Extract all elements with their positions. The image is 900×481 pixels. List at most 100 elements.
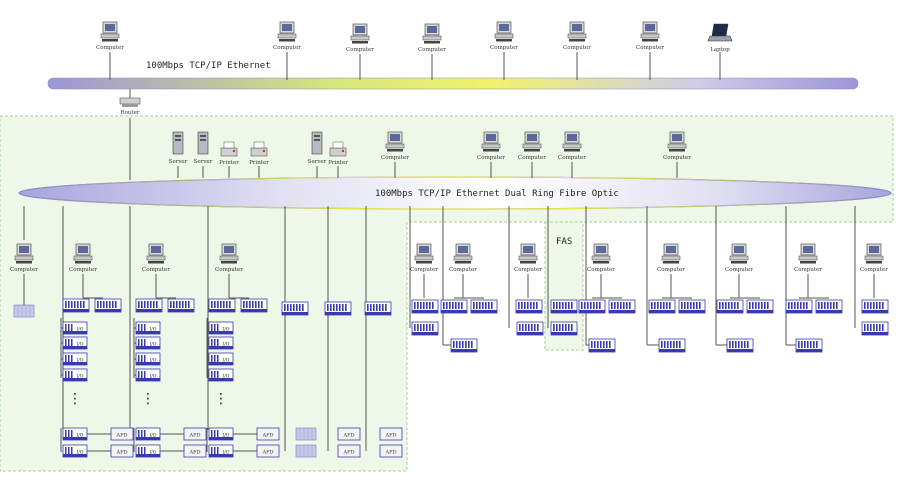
io-module-icon[interactable]: I/O <box>135 444 161 458</box>
computer-icon[interactable]: Computer <box>514 243 542 273</box>
computer-icon[interactable]: Computer <box>636 21 664 51</box>
controller-rack-icon[interactable] <box>726 338 754 353</box>
controller-rack-icon[interactable] <box>450 338 478 353</box>
io-module-icon[interactable]: I/O <box>135 368 161 382</box>
computer-icon[interactable]: Computer <box>346 23 374 53</box>
io-module-icon[interactable]: I/O <box>62 427 88 441</box>
controller-rack-icon[interactable] <box>588 338 616 353</box>
io-module-icon[interactable]: I/O <box>62 368 88 382</box>
afd-panel-icon[interactable]: AFD <box>379 427 403 441</box>
controller-rack-icon[interactable] <box>135 298 163 313</box>
controller-rack-icon[interactable] <box>94 298 122 313</box>
computer-icon[interactable]: Computer <box>10 243 38 273</box>
controller-rack-icon[interactable] <box>167 298 195 313</box>
printer-icon[interactable]: Printer <box>249 141 269 166</box>
controller-rack-icon[interactable] <box>240 298 268 313</box>
controller-rack-icon[interactable] <box>470 299 498 314</box>
printer-icon[interactable]: Printer <box>328 141 348 166</box>
computer-icon[interactable]: Computer <box>725 243 753 273</box>
controller-rack-icon[interactable] <box>550 321 578 336</box>
computer-icon[interactable]: Computer <box>142 243 170 273</box>
server-icon[interactable]: Server <box>308 131 327 165</box>
computer-icon[interactable]: Computer <box>477 131 505 161</box>
controller-rack-icon[interactable] <box>411 321 439 336</box>
computer-icon[interactable]: Computer <box>518 131 546 161</box>
plant-zone <box>0 115 894 472</box>
io-module-icon[interactable]: I/O <box>62 336 88 350</box>
controller-rack-icon[interactable] <box>550 299 578 314</box>
server-icon[interactable]: Server <box>194 131 213 165</box>
laptop-icon[interactable]: Laptop <box>707 23 733 53</box>
controller-rack-icon[interactable] <box>578 299 606 314</box>
controller-rack-icon[interactable] <box>861 299 889 314</box>
io-module-icon[interactable]: I/O <box>135 352 161 366</box>
afd-panel-icon[interactable]: AFD <box>337 444 361 458</box>
printer-label: Printer <box>249 160 269 166</box>
io-label: I/O <box>77 358 84 364</box>
computer-icon[interactable]: Computer <box>273 21 301 51</box>
router-icon[interactable]: Router <box>119 97 141 116</box>
afd-panel-icon[interactable]: AFD <box>110 427 134 441</box>
computer-icon[interactable]: Computer <box>490 21 518 51</box>
computer-icon[interactable]: Computer <box>860 243 888 273</box>
io-module-icon[interactable]: I/O <box>62 352 88 366</box>
afd-panel-icon[interactable]: AFD <box>183 427 207 441</box>
controller-rack-icon[interactable] <box>658 338 686 353</box>
io-module-icon[interactable]: I/O <box>208 336 234 350</box>
afd-panel-icon[interactable]: AFD <box>337 427 361 441</box>
controller-rack-icon[interactable] <box>516 321 544 336</box>
controller-rack-icon[interactable] <box>746 299 774 314</box>
computer-label: Computer <box>558 155 586 161</box>
io-module-icon[interactable]: I/O <box>208 368 234 382</box>
computer-icon[interactable]: Computer <box>215 243 243 273</box>
computer-icon[interactable]: Computer <box>96 21 124 51</box>
io-label: I/O <box>150 374 157 380</box>
controller-rack-icon[interactable] <box>795 338 823 353</box>
computer-icon[interactable]: Computer <box>663 131 691 161</box>
controller-rack-icon[interactable] <box>608 299 636 314</box>
io-module-icon[interactable]: I/O <box>62 321 88 335</box>
controller-rack-icon[interactable] <box>411 299 439 314</box>
io-label: I/O <box>77 342 84 348</box>
controller-rack-icon[interactable] <box>785 299 813 314</box>
computer-icon[interactable]: Computer <box>587 243 615 273</box>
io-module-icon[interactable]: I/O <box>135 321 161 335</box>
afd-panel-icon[interactable]: AFD <box>110 444 134 458</box>
computer-icon[interactable]: Computer <box>449 243 477 273</box>
controller-rack-icon[interactable] <box>324 301 352 316</box>
io-module-icon[interactable]: I/O <box>208 321 234 335</box>
io-module-icon[interactable]: I/O <box>208 427 234 441</box>
printer-icon[interactable]: Printer <box>219 141 239 166</box>
controller-rack-icon[interactable] <box>364 301 392 316</box>
controller-rack-icon[interactable] <box>716 299 744 314</box>
computer-icon[interactable]: Computer <box>794 243 822 273</box>
computer-icon[interactable]: Computer <box>657 243 685 273</box>
io-module-icon[interactable]: I/O <box>208 444 234 458</box>
afd-panel-icon[interactable]: AFD <box>256 444 280 458</box>
controller-rack-icon[interactable] <box>648 299 676 314</box>
controller-rack-icon[interactable] <box>208 298 236 313</box>
field-panel-icon <box>13 304 35 318</box>
controller-rack-icon[interactable] <box>62 298 90 313</box>
io-module-icon[interactable]: I/O <box>208 352 234 366</box>
controller-rack-icon[interactable] <box>678 299 706 314</box>
afd-panel-icon[interactable]: AFD <box>183 444 207 458</box>
computer-icon[interactable]: Computer <box>563 21 591 51</box>
computer-icon[interactable]: Computer <box>418 23 446 53</box>
afd-panel-icon[interactable]: AFD <box>379 444 403 458</box>
computer-icon[interactable]: Computer <box>558 131 586 161</box>
afd-panel-icon[interactable]: AFD <box>256 427 280 441</box>
controller-rack-icon[interactable] <box>861 321 889 336</box>
computer-icon[interactable]: Computer <box>69 243 97 273</box>
controller-rack-icon[interactable] <box>281 301 309 316</box>
computer-icon[interactable]: Computer <box>410 243 438 273</box>
controller-rack-icon[interactable] <box>440 299 468 314</box>
server-icon[interactable]: Server <box>169 131 188 165</box>
io-module-icon[interactable]: I/O <box>135 427 161 441</box>
io-module-icon[interactable]: I/O <box>62 444 88 458</box>
controller-rack-icon[interactable] <box>515 299 543 314</box>
computer-icon[interactable]: Computer <box>381 131 409 161</box>
controller-rack-icon[interactable] <box>815 299 843 314</box>
afd-label: AFD <box>342 450 354 456</box>
io-module-icon[interactable]: I/O <box>135 336 161 350</box>
